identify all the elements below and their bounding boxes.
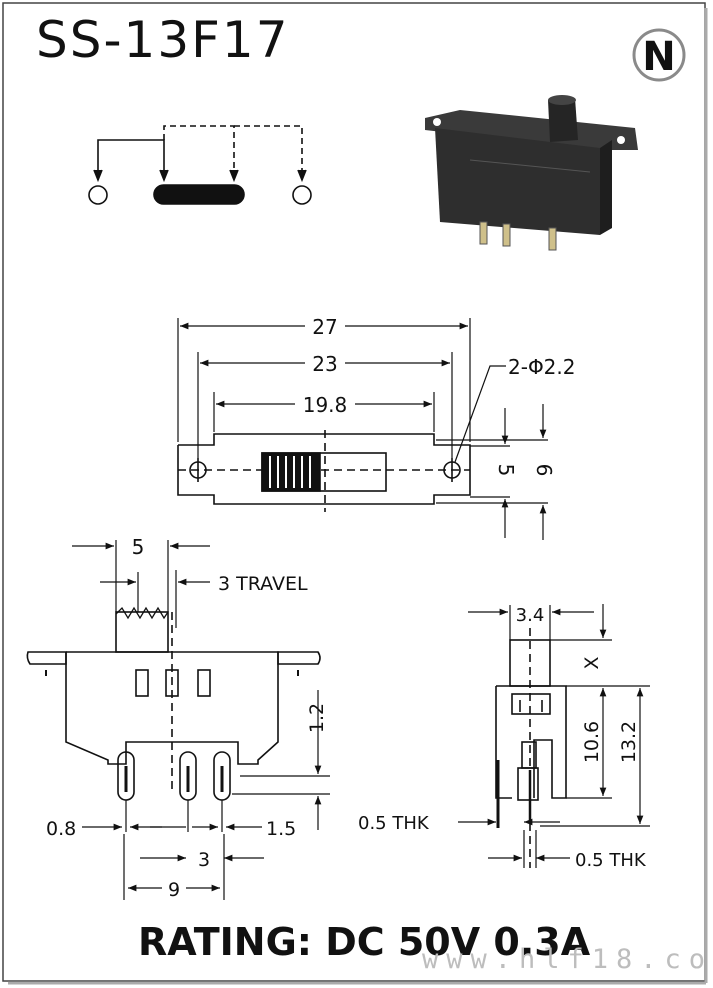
model-title: SS-13F17 [36, 11, 290, 69]
dim-pin-height: 1.2 [306, 703, 328, 733]
product-photo [425, 95, 638, 251]
dim-actuator-width: 5 [132, 535, 145, 559]
dim-body-height: 10.6 [581, 721, 603, 763]
switch-schematic [88, 125, 312, 205]
dim-slot-length: 19.8 [303, 393, 348, 417]
watermark: www.hlf18.com [422, 944, 713, 975]
dim-pin-span: 9 [168, 879, 180, 901]
rating-label: RATING: DC 50V 0.3A [138, 920, 591, 964]
dim-pin-pitch: 3 [198, 849, 210, 871]
top-view [177, 318, 548, 540]
thickness-right: 0.5 THK [575, 850, 647, 871]
dim-side-actuator: 3.4 [516, 605, 545, 626]
hole-note: 2-Φ2.2 [508, 355, 576, 379]
dim-pin-width: 0.8 [46, 818, 76, 840]
dim-total-height: 13.2 [618, 721, 640, 763]
dim-height-inner: 5 [494, 464, 518, 477]
dim-hole-spacing: 23 [312, 352, 337, 376]
dim-pin-gap: 1.5 [266, 818, 296, 840]
side-view [458, 604, 650, 868]
brand-logo: N [632, 28, 686, 82]
logo-letter: N [642, 34, 675, 80]
dim-height-outer: 6 [532, 464, 556, 477]
dim-x: X [581, 656, 603, 669]
travel-label: 3 TRAVEL [218, 573, 308, 595]
dim-overall-length: 27 [312, 315, 337, 339]
front-view [26, 540, 330, 900]
thickness-left: 0.5 THK [358, 813, 430, 834]
